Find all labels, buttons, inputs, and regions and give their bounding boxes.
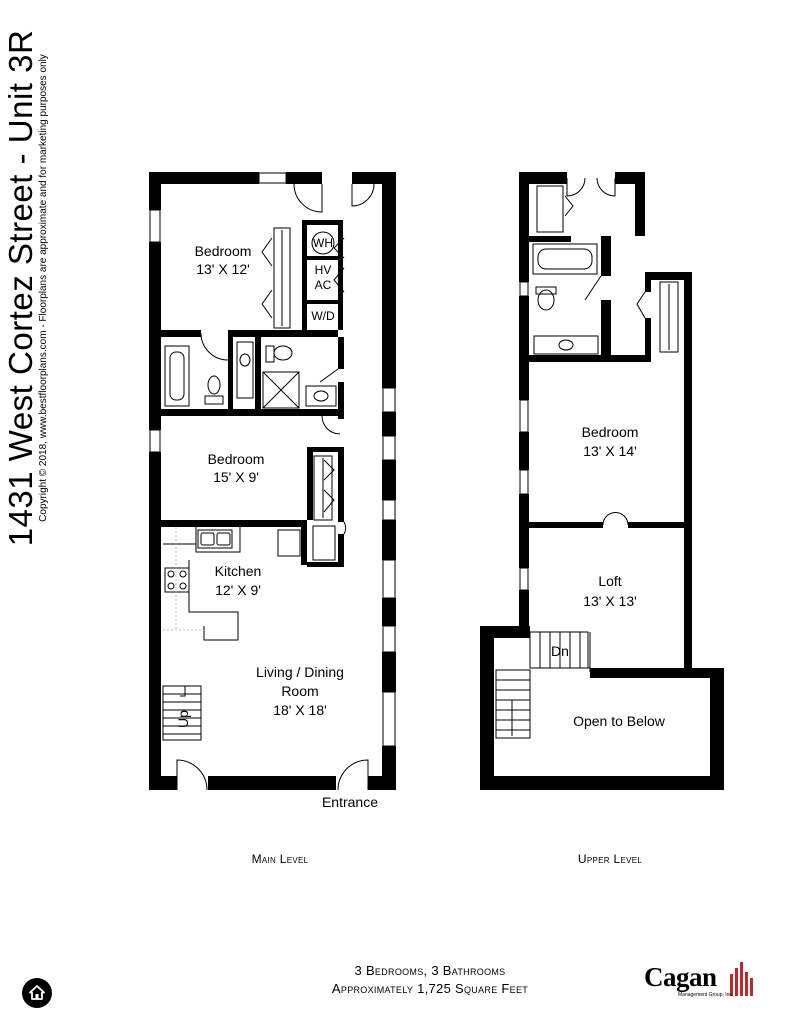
- hvac-label-line2: AC: [314, 278, 332, 292]
- logo-tagline: Management Group, Inc.: [678, 992, 734, 998]
- upper-bedroom-size: 13' X 14': [583, 443, 637, 459]
- square-footage: Approximately 1,725 Square Feet: [331, 981, 529, 996]
- stairs-down-label: Dn: [551, 643, 569, 659]
- bedroom-1-size: 13' X 12': [196, 261, 250, 277]
- living-dining-name: Living / Dining: [256, 664, 344, 680]
- logo-skyline-icon: [730, 962, 753, 996]
- open-to-below-label: Open to Below: [573, 713, 665, 729]
- water-heater-label: WH: [313, 236, 333, 250]
- kitchen-size: 12' X 9': [215, 582, 261, 598]
- loft-size: 13' X 13': [583, 593, 637, 609]
- cagan-logo: Cagan Management Group, Inc.: [644, 962, 764, 1002]
- stairs-up-label: Up: [175, 710, 191, 728]
- living-dining-name-line2: Room: [281, 683, 319, 699]
- bed-bath-summary: 3 Bedrooms, 3 Bathrooms: [354, 963, 506, 978]
- logo-brand: Cagan: [644, 962, 717, 992]
- loft-name: Loft: [598, 573, 622, 589]
- living-dining-size: 18' X 18': [273, 702, 327, 718]
- entrance-label: Entrance: [321, 794, 379, 810]
- home-icon: [29, 985, 45, 1000]
- bedroom-1-name: Bedroom: [194, 243, 252, 259]
- upper-bedroom-name: Bedroom: [581, 424, 639, 440]
- upper-level-caption: Upper Level: [577, 852, 643, 866]
- hvac-label-line1: HV: [314, 263, 332, 277]
- home-button[interactable]: [22, 978, 52, 1008]
- main-level-caption: Main Level: [251, 852, 309, 866]
- bedroom-2-name: Bedroom: [207, 451, 265, 467]
- kitchen-name: Kitchen: [214, 563, 262, 579]
- bedroom-2-size: 15' X 9': [213, 469, 259, 485]
- washer-dryer-label: W/D: [311, 309, 335, 323]
